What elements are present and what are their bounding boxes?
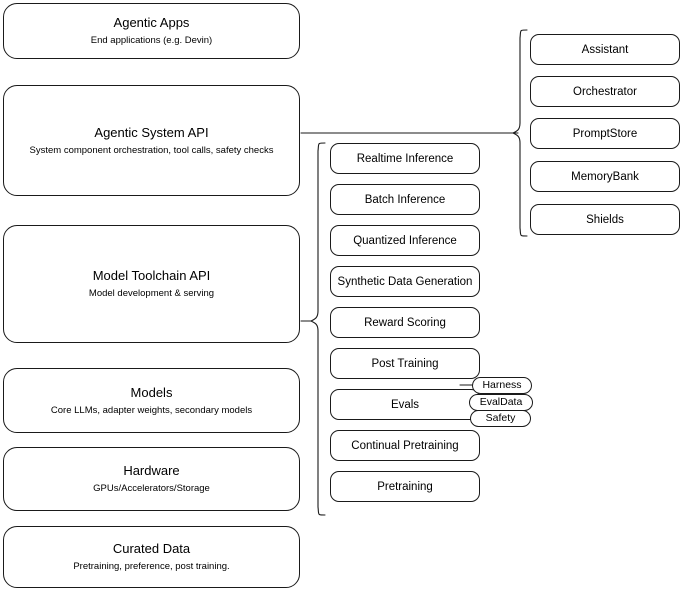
toolchain-box-batch-inference[interactable]: Batch Inference [330,184,480,215]
toolchain-box-realtime-inference[interactable]: Realtime Inference [330,143,480,174]
layer-title: Models [130,384,173,400]
evals-pill-label: EvalData [479,396,523,408]
toolchain-title: Post Training [371,357,439,370]
toolchain-box-pretraining[interactable]: Pretraining [330,471,480,502]
layer-subtitle: Pretraining, preference, post training. [73,561,230,572]
layer-box-model-toolchain-api[interactable]: Model Toolchain API Model development & … [3,225,300,343]
evals-pill-label: Safety [485,412,516,424]
agentic-title: Shields [586,213,624,226]
layer-subtitle: System component orchestration, tool cal… [29,144,274,156]
toolchain-title: Batch Inference [364,193,446,206]
toolchain-title: Pretraining [377,480,433,493]
toolchain-title: Quantized Inference [353,234,457,247]
toolchain-box-evals[interactable]: Evals [330,389,480,420]
agentic-box-assistant[interactable]: Assistant [530,34,680,65]
toolchain-title: Evals [390,398,420,411]
layer-box-models[interactable]: Models Core LLMs, adapter weights, secon… [3,368,300,433]
toolchain-box-quantized-inference[interactable]: Quantized Inference [330,225,480,256]
evals-pill-evaldata[interactable]: EvalData [469,394,533,411]
toolchain-title: Reward Scoring [364,316,446,329]
toolchain-box-synthetic-data-generation[interactable]: Synthetic Data Generation [330,266,480,297]
layer-box-agentic-system-api[interactable]: Agentic System API System component orch… [3,85,300,196]
layer-title: Agentic Apps [113,15,190,30]
toolchain-title: Realtime Inference [356,152,454,165]
agentic-title: PromptStore [572,127,638,140]
agentic-box-shields[interactable]: Shields [530,204,680,235]
layer-subtitle: End applications (e.g. Devin) [90,35,213,46]
brace-toolchain-components [310,142,326,516]
evals-pill-harness[interactable]: Harness [472,377,532,394]
layer-subtitle: GPUs/Accelerators/Storage [93,483,210,494]
layer-title: Model Toolchain API [92,268,211,283]
toolchain-box-reward-scoring[interactable]: Reward Scoring [330,307,480,338]
layer-title: Curated Data [112,541,191,556]
toolchain-box-continual-pretraining[interactable]: Continual Pretraining [330,430,480,461]
agentic-box-promptstore[interactable]: PromptStore [530,118,680,149]
agentic-title: Orchestrator [573,85,637,98]
layer-title: Agentic System API [94,124,209,140]
evals-pill-safety[interactable]: Safety [470,410,531,427]
layer-box-hardware[interactable]: Hardware GPUs/Accelerators/Storage [3,447,300,511]
layer-box-agentic-apps[interactable]: Agentic Apps End applications (e.g. Devi… [3,3,300,59]
layer-box-curated-data[interactable]: Curated Data Pretraining, preference, po… [3,526,300,588]
agentic-title: MemoryBank [571,170,639,183]
layer-title: Hardware [123,463,180,478]
evals-pill-label: Harness [482,379,522,391]
agentic-box-orchestrator[interactable]: Orchestrator [530,76,680,107]
layer-subtitle: Model development & serving [88,288,215,299]
layer-subtitle: Core LLMs, adapter weights, secondary mo… [50,404,253,416]
agentic-title: Assistant [581,43,629,56]
toolchain-title: Synthetic Data Generation [337,275,473,288]
toolchain-title: Continual Pretraining [351,439,459,452]
toolchain-box-post-training[interactable]: Post Training [330,348,480,379]
agentic-box-memorybank[interactable]: MemoryBank [530,161,680,192]
